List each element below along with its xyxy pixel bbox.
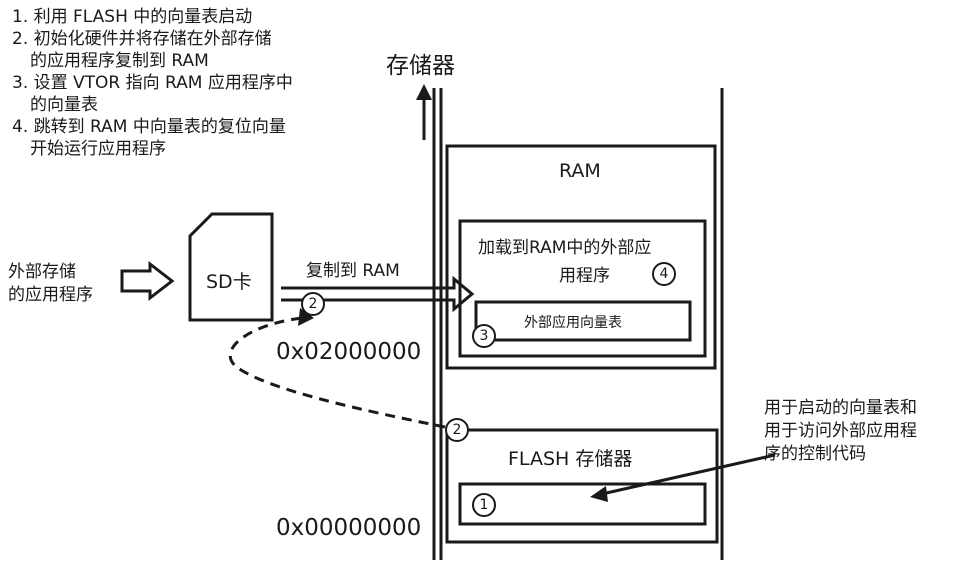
marker-2b: 2 [452, 422, 462, 438]
note-line-1: 用于启动的向量表和 [764, 398, 917, 418]
ext-app-box [458, 219, 707, 358]
note-pointer-arrow [590, 453, 776, 502]
note-line-3: 序的控制代码 [764, 444, 866, 464]
dashed-jump-path [228, 316, 446, 429]
marker-circle-3 [472, 324, 496, 348]
ext-storage-label-2: 的应用程序 [8, 285, 93, 305]
step-4-line-2: 开始运行应用程序 [30, 139, 166, 159]
ram-label: RAM [559, 160, 601, 182]
step-1: 1. 利用 FLASH 中的向量表启动 [12, 6, 293, 28]
step-3: 3. 设置 VTOR 指向 RAM 应用程序中 的向量表 [12, 72, 293, 116]
sd-card-label: SD卡 [206, 271, 252, 293]
ext-app-label-2: 用程序 [559, 266, 610, 286]
marker-1: 1 [479, 497, 489, 513]
marker-circle-1 [472, 493, 496, 517]
input-arrow [120, 260, 175, 302]
copy-arrow [281, 275, 475, 313]
ext-storage-label-1: 外部存储 [8, 262, 76, 282]
memory-title: 存储器 [386, 53, 455, 79]
address-flash: 0x00000000 [276, 515, 422, 541]
memory-up-arrow [416, 84, 432, 140]
flash-inner-box [458, 482, 707, 526]
ram-box [445, 144, 717, 370]
step-3-line-2: 的向量表 [30, 95, 98, 115]
marker-4: 4 [659, 266, 669, 282]
marker-circle-2a [301, 292, 325, 316]
step-list: 1. 利用 FLASH 中的向量表启动 2. 初始化硬件并将存储在外部存储 的应… [12, 6, 293, 160]
sd-card-shape [188, 212, 274, 322]
step-2-line-2: 的应用程序复制到 RAM [30, 51, 209, 71]
flash-box [445, 428, 719, 544]
address-ram: 0x02000000 [276, 339, 422, 365]
step-4: 4. 跳转到 RAM 中向量表的复位向量 开始运行应用程序 [12, 116, 293, 160]
note-line-2: 用于访问外部应用程 [764, 421, 917, 441]
step-2: 2. 初始化硬件并将存储在外部存储 的应用程序复制到 RAM [12, 28, 293, 72]
marker-3: 3 [479, 328, 489, 344]
copy-to-ram-label: 复制到 RAM [306, 261, 400, 281]
step-3-line-1: 3. 设置 VTOR 指向 RAM 应用程序中 [12, 73, 293, 93]
marker-2a: 2 [308, 296, 318, 312]
dashed-arrowhead [298, 308, 314, 326]
ext-app-label-1: 加载到RAM中的外部应 [478, 238, 652, 258]
vector-table-box [474, 300, 692, 342]
flash-label: FLASH 存储器 [508, 448, 633, 470]
marker-circle-4 [652, 262, 676, 286]
step-4-line-1: 4. 跳转到 RAM 中向量表的复位向量 [12, 117, 286, 137]
vector-table-label: 外部应用向量表 [524, 315, 622, 331]
step-1-line-1: 1. 利用 FLASH 中的向量表启动 [12, 7, 253, 27]
marker-circle-2b [445, 418, 469, 442]
step-2-line-1: 2. 初始化硬件并将存储在外部存储 [12, 29, 272, 49]
